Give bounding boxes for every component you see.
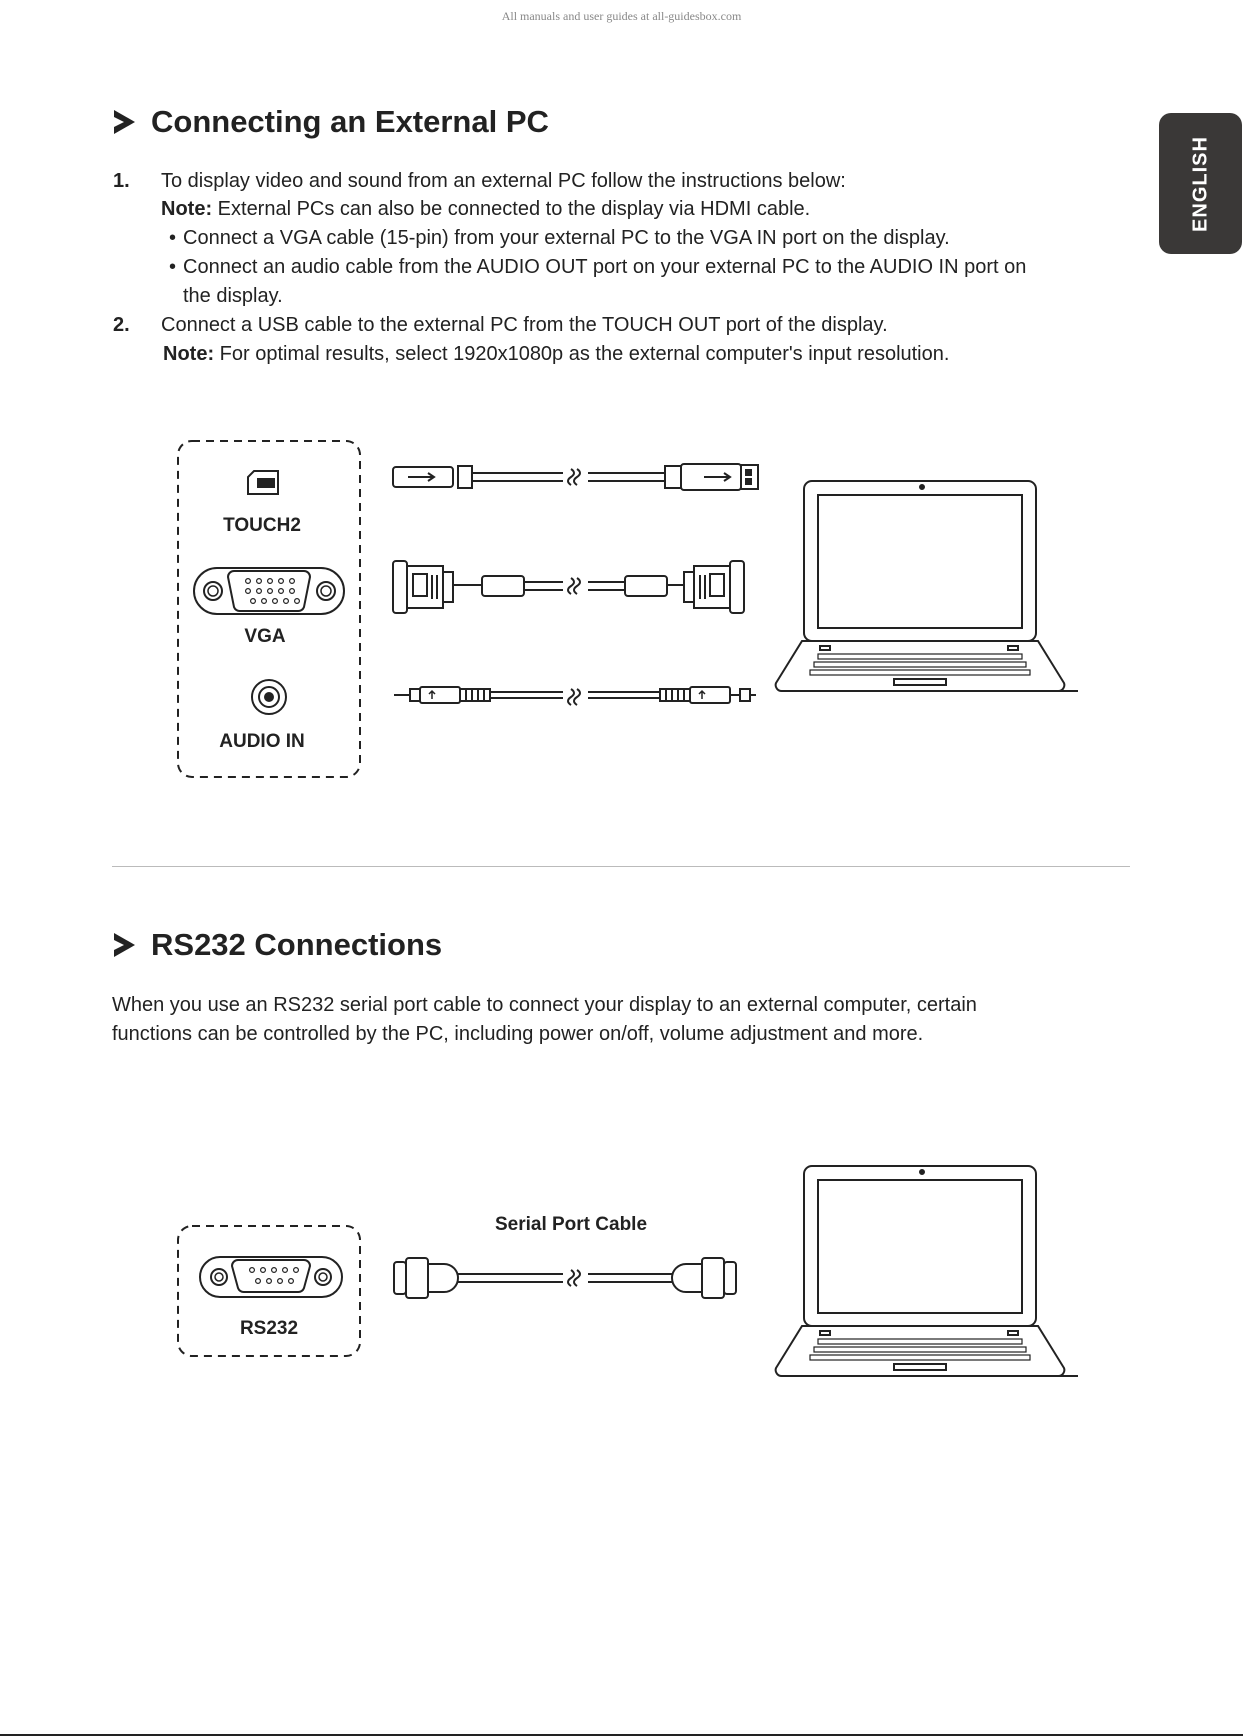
paragraph-line: When you use an RS232 serial port cable … [112, 994, 977, 1016]
audio-cable-icon [394, 686, 756, 706]
vga-cable-icon [392, 560, 745, 614]
bullet-line: • [169, 256, 177, 278]
port-panel [177, 1225, 361, 1357]
step-number: 1. [113, 170, 130, 192]
step-text: Connect a USB cable to the external PC f… [161, 314, 888, 336]
usb-port-icon [247, 470, 279, 495]
usb-cable-icon [392, 463, 759, 491]
section-heading-external-pc: Connecting an External PC [112, 104, 549, 140]
watermark: All manuals and user guides at all-guide… [501, 9, 742, 23]
step-text: To display video and sound from an exter… [161, 170, 846, 192]
rs232-connection-diagram: RS232 Serial Port Cable [177, 1165, 1078, 1377]
port-label-touch2: TOUCH2 [223, 515, 301, 536]
external-pc-connection-diagram: TOUCH2 VGA AUDIO IN [177, 440, 1078, 778]
laptop-icon [774, 1165, 1078, 1377]
note-label: Note: [163, 343, 215, 365]
section-heading-rs232: RS232 Connections [112, 927, 442, 963]
bullet-text: Connect a VGA cable (15-pin) from your e… [183, 227, 950, 249]
port-panel [177, 440, 361, 778]
step-number: 2. [113, 314, 130, 336]
language-tab: ENGLISH [1159, 113, 1242, 254]
port-label-vga: VGA [244, 626, 285, 647]
chevron-right-icon [112, 931, 137, 959]
note-label: Note: [161, 198, 213, 220]
note-line: Note: External PCs can also be connected… [161, 198, 810, 221]
rs232-port-icon [199, 1256, 343, 1298]
language-tab-label: ENGLISH [1189, 135, 1211, 232]
note-line: Note: For optimal results, select 1920x1… [163, 343, 949, 366]
section-title: Connecting an External PC [151, 104, 549, 139]
note-text: For optimal results, select 1920x1080p a… [214, 343, 950, 365]
note-text: External PCs can also be connected to th… [212, 198, 811, 220]
serial-cable-icon [393, 1257, 737, 1299]
section-divider [112, 866, 1130, 867]
chevron-right-icon [112, 108, 137, 136]
laptop-icon [774, 480, 1078, 692]
page-bottom-rule [0, 1734, 1243, 1736]
bullet-text-continued: the display. [183, 285, 283, 307]
cable-label: Serial Port Cable [495, 1214, 647, 1235]
port-label-audio-in: AUDIO IN [219, 731, 305, 752]
port-label-rs232: RS232 [240, 1318, 298, 1339]
audio-port-icon [251, 679, 287, 715]
section-title: RS232 Connections [151, 927, 443, 962]
paragraph-line: functions can be controlled by the PC, i… [112, 1023, 924, 1045]
vga-port-icon [193, 567, 345, 615]
bullet-text: Connect an audio cable from the AUDIO OU… [183, 256, 1027, 278]
bullet-line: • [169, 227, 177, 249]
